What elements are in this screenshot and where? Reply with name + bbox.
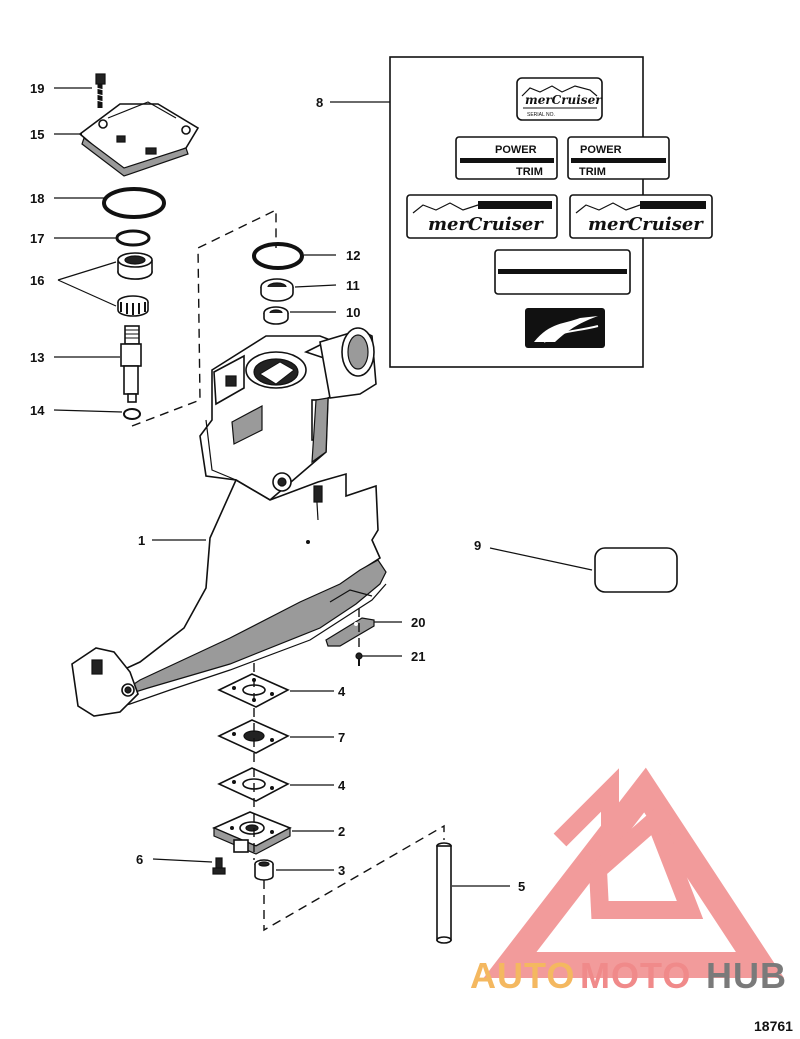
- assembly-line-lower-right: [263, 824, 445, 932]
- leader-lines: [53, 87, 593, 887]
- watermark-logo: [483, 767, 785, 978]
- callout-1: 1: [138, 533, 145, 548]
- screw-6: [212, 857, 226, 875]
- trim-text-right: TRIM: [579, 166, 606, 178]
- serial-plate-decal: merCruiser SERIAL NO.: [516, 77, 603, 121]
- power-trim-decal-right: POWER TRIM: [567, 136, 670, 180]
- watermark-moto: MOTO: [580, 955, 691, 996]
- screw-19: [95, 73, 106, 108]
- screw-21: [355, 652, 363, 666]
- watermark-wordmark: AUTO MOTO HUB: [470, 955, 787, 996]
- callout-4-lower: 4: [338, 778, 346, 793]
- watermark-auto: AUTO: [470, 955, 575, 996]
- o-ring-18: [102, 187, 166, 219]
- callout-12: 12: [346, 248, 360, 263]
- trim-text-left: TRIM: [516, 166, 543, 178]
- cover-15: [78, 101, 200, 177]
- callout-10: 10: [346, 305, 360, 320]
- brand-text-left: merCruiser: [428, 214, 544, 235]
- decal-sheet: merCruiser SERIAL NO. POWER TRIM POWER T…: [389, 56, 713, 368]
- callout-13: 13: [30, 350, 44, 365]
- stripe-decal: [494, 249, 631, 295]
- serial-label-text: SERIAL NO.: [527, 112, 555, 118]
- bearing-cup-16: [117, 252, 153, 280]
- callout-18: 18: [30, 191, 44, 206]
- shaft-13: [120, 325, 142, 403]
- bushing-3: [254, 859, 274, 881]
- brand-decal-left: merCruiser: [406, 194, 558, 239]
- serial-brand-text: merCruiser: [525, 93, 603, 107]
- figure-number: 18761: [754, 1018, 793, 1034]
- logo-decal: [525, 308, 605, 348]
- power-text-left: POWER: [495, 144, 537, 156]
- callout-17: 17: [30, 231, 44, 246]
- ring-17: [115, 229, 151, 247]
- seal-10: [263, 306, 289, 325]
- anode-20: [325, 617, 375, 647]
- callout-19: 19: [30, 81, 44, 96]
- gear-housing-1: [71, 327, 387, 717]
- power-text-right: POWER: [580, 144, 622, 156]
- blank-decal-9: [594, 547, 678, 593]
- callout-11: 11: [346, 278, 360, 293]
- pump-base-2: [212, 811, 292, 855]
- brand-text-right: merCruiser: [588, 214, 704, 235]
- callout-15: 15: [30, 127, 44, 142]
- callout-21: 21: [411, 649, 425, 664]
- callout-14: 14: [30, 403, 45, 418]
- callout-9: 9: [474, 538, 481, 553]
- callout-7: 7: [338, 730, 345, 745]
- callout-8: 8: [316, 95, 323, 110]
- callout-6: 6: [136, 852, 143, 867]
- callout-5: 5: [518, 879, 525, 894]
- callout-16: 16: [30, 273, 44, 288]
- watermark-hub: HUB: [706, 955, 787, 996]
- power-trim-decal-left: POWER TRIM: [455, 136, 558, 180]
- water-tube-5: [436, 842, 452, 944]
- assembly-line-upper-left: [131, 208, 277, 427]
- callout-3: 3: [338, 863, 345, 878]
- callout-4-upper: 4: [338, 684, 346, 699]
- callout-20: 20: [411, 615, 425, 630]
- o-ring-12: [252, 242, 304, 270]
- brand-decal-right: merCruiser: [569, 194, 713, 239]
- bearing-cone-16: [117, 295, 149, 317]
- callout-2: 2: [338, 824, 345, 839]
- ring-14: [123, 408, 141, 420]
- seal-11: [260, 278, 294, 302]
